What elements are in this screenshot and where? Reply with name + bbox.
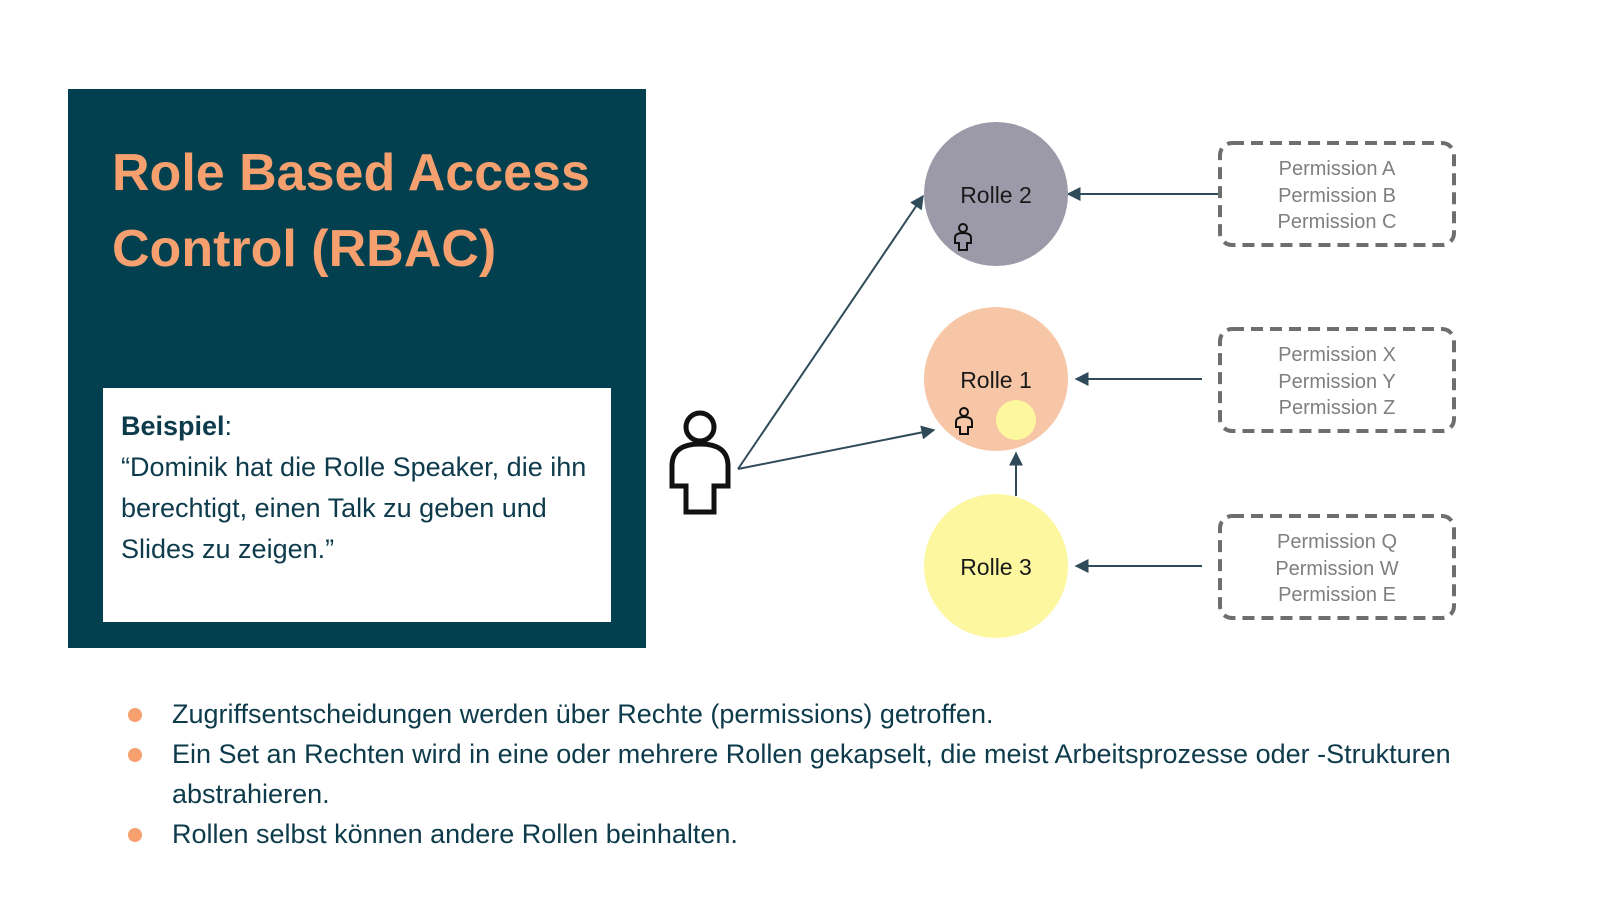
included-role-dot (996, 400, 1036, 440)
permission-group-qwe: Permission Q Permission W Permission E (1218, 514, 1456, 620)
bullet-item: Rollen selbst können andere Rollen beinh… (120, 814, 1560, 854)
role-label: Rolle 1 (960, 367, 1032, 393)
permission-item: Permission E (1278, 584, 1396, 606)
example-quote: “Dominik hat die Rolle Speaker, die ihn … (121, 452, 587, 564)
role-label: Rolle 2 (960, 182, 1032, 208)
user-icon (669, 410, 731, 515)
bullet-text: Ein Set an Rechten wird in eine oder meh… (172, 739, 1451, 809)
bullet-item: Ein Set an Rechten wird in eine oder meh… (120, 734, 1560, 814)
role-node-rolle-1: Rolle 1 (924, 307, 1068, 451)
permission-group-abc: Permission A Permission B Permission C (1218, 141, 1456, 247)
arrow-user-to-rolle-1 (737, 425, 936, 470)
slide-title: Role Based Access Control (RBAC) (112, 144, 590, 278)
role-node-rolle-3: Rolle 3 (924, 494, 1068, 638)
bullet-text: Rollen selbst können andere Rollen beinh… (172, 819, 738, 849)
bullet-dot-icon (128, 828, 142, 842)
bullet-dot-icon (128, 748, 142, 762)
small-person-icon (955, 407, 973, 435)
permission-item: Permission Z (1279, 397, 1396, 419)
permission-group-xyz: Permission X Permission Y Permission Z (1218, 327, 1456, 433)
permission-item: Permission B (1278, 185, 1396, 207)
bullet-text: Zugriffsentscheidungen werden über Recht… (172, 699, 994, 729)
small-person-icon (954, 223, 972, 251)
bullet-dot-icon (128, 708, 142, 722)
example-separator: : (224, 411, 233, 441)
role-node-rolle-2: Rolle 2 (924, 122, 1068, 266)
example-label: Beispiel (121, 411, 225, 441)
role-circle (924, 494, 1068, 638)
bullet-list: Zugriffsentscheidungen werden über Recht… (120, 694, 1560, 854)
permission-item: Permission Q (1277, 531, 1397, 553)
permission-item: Permission W (1275, 558, 1398, 580)
permission-item: Permission X (1278, 344, 1396, 366)
example-card: Beispiel: “Dominik hat die Rolle Speaker… (103, 388, 611, 622)
bullet-item: Zugriffsentscheidungen werden über Recht… (120, 694, 1560, 734)
permission-item: Permission C (1278, 211, 1397, 233)
title-panel: Role Based Access Control (RBAC) Beispie… (68, 89, 646, 648)
arrow-user-to-rolle-2 (737, 194, 924, 470)
permission-item: Permission Y (1278, 371, 1395, 393)
role-label: Rolle 3 (960, 554, 1032, 580)
permission-item: Permission A (1279, 158, 1396, 180)
